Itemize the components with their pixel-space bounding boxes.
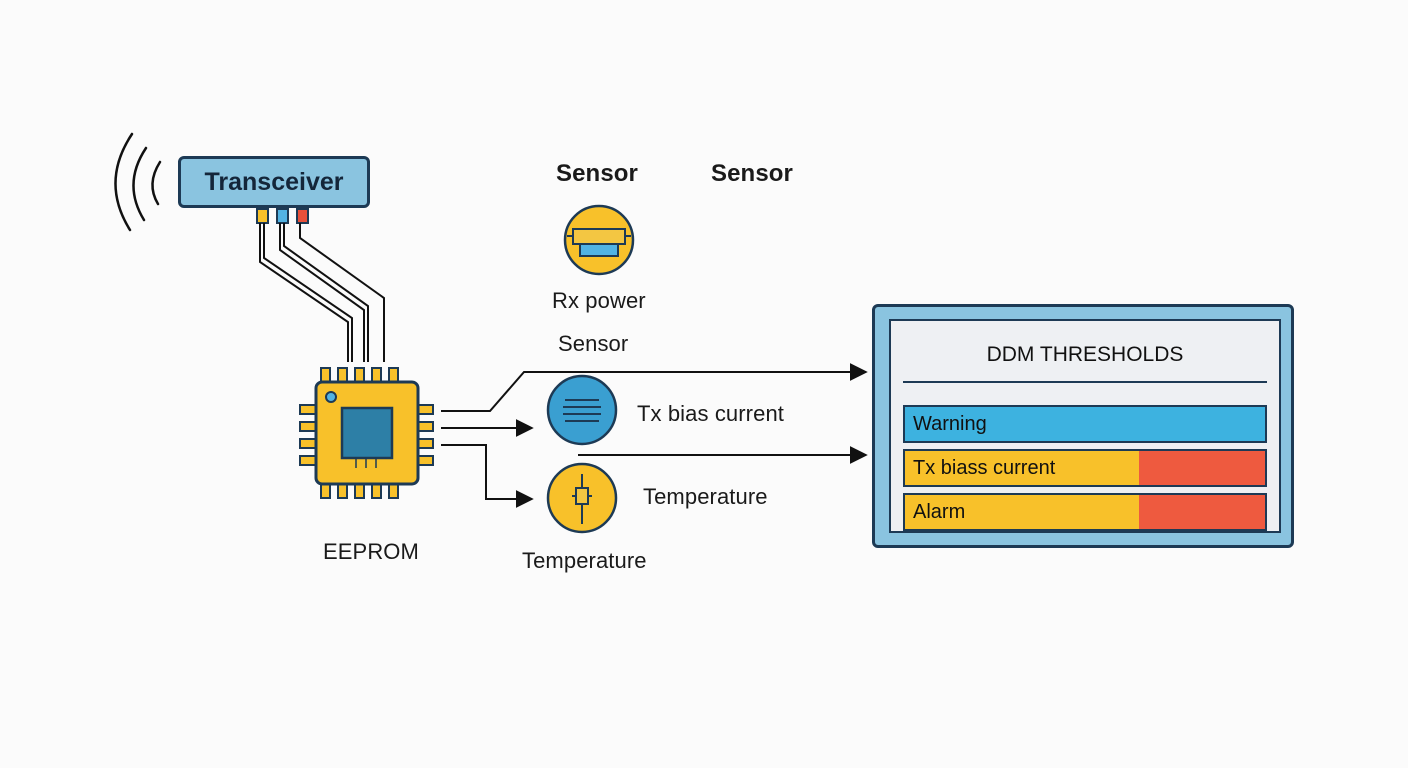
threshold-bar-primary <box>905 495 1139 529</box>
threshold-bar-3: Alarm <box>903 493 1267 531</box>
pin-red <box>296 208 309 224</box>
threshold-bar-label: Warning <box>913 412 987 435</box>
threshold-bar-label: Tx biass current <box>913 456 1056 479</box>
sensor-label-top-1: Sensor <box>556 160 638 187</box>
eeprom-label: EEPROM <box>323 539 419 564</box>
signal-wires <box>441 363 868 508</box>
arrow-to-temp-sensor <box>441 444 534 508</box>
transceiver-module: Transceiver <box>178 156 370 208</box>
wifi-signal-icon <box>114 132 162 232</box>
threshold-bar-secondary <box>1139 495 1265 529</box>
transceiver-label: Transceiver <box>204 167 344 196</box>
panel-title: DDM THRESHOLDS <box>986 343 1184 366</box>
panel-divider <box>903 381 1267 383</box>
photodiode-icon <box>563 204 635 276</box>
data-bus-lines <box>259 223 385 362</box>
laser-bias-icon <box>546 374 618 446</box>
threshold-bar-2: Tx biass current <box>903 449 1267 487</box>
temperature-label-below: Temperature <box>522 548 647 573</box>
threshold-bar-label: Alarm <box>913 500 966 523</box>
thermometer-icon <box>546 462 618 534</box>
tx-bias-current-label: Tx bias current <box>637 401 784 426</box>
sensor-label-top-2: Sensor <box>711 160 793 187</box>
pin-blue <box>276 208 289 224</box>
pin-yellow <box>256 208 269 224</box>
rx-power-label: Rx power <box>552 288 646 313</box>
threshold-bar-primary <box>905 407 1265 441</box>
eeprom-chip-icon <box>299 367 434 499</box>
transceiver-pins <box>256 208 309 224</box>
sensor-label-mid: Sensor <box>558 331 629 356</box>
arrow-to-panel-top <box>441 363 868 412</box>
threshold-bar-secondary <box>1139 451 1265 485</box>
threshold-bar-primary <box>905 451 1139 485</box>
temperature-label-right: Temperature <box>643 484 768 509</box>
threshold-bar-1: Warning <box>903 405 1267 443</box>
